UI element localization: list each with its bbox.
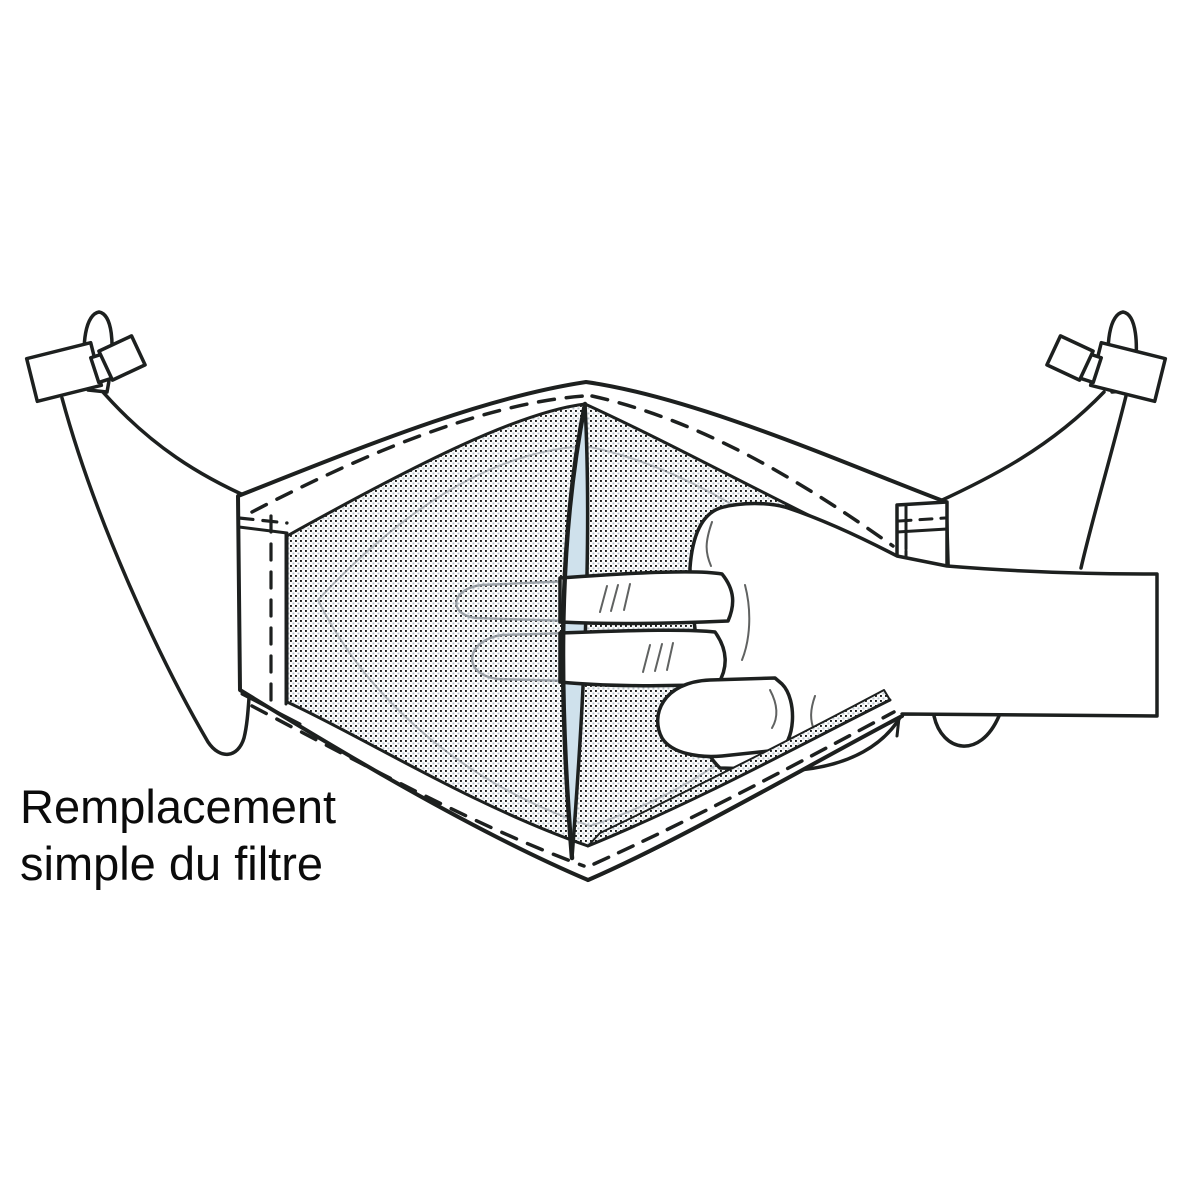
caption-line-1: Remplacement [20, 780, 337, 833]
stitch-bottom-right [592, 710, 896, 866]
caption-line-2: simple du filtre [20, 837, 323, 890]
mask-bottom-right-border [586, 689, 904, 882]
stitch-top-left [250, 394, 586, 514]
stitch-bottom-left [250, 704, 586, 868]
right-strap-loop [932, 714, 1001, 748]
left-ear-strap [60, 382, 252, 756]
hand-creases [599, 521, 816, 731]
stitch-top-right [590, 394, 895, 548]
index-finger [558, 570, 735, 626]
slit-lip-line [560, 401, 588, 861]
hand-inserting-filter [558, 501, 1159, 772]
line-art [24, 310, 1168, 882]
folded-finger [656, 676, 795, 759]
right-cord-lock-toggle [1045, 310, 1168, 404]
caption: Remplacement simple du filtre [20, 778, 336, 892]
middle-finger [558, 628, 727, 688]
left-fabric-channel [237, 514, 302, 726]
right-ear-strap [932, 390, 1128, 748]
left-cord-lock-toggle [24, 310, 147, 404]
ghost-fingertips [455, 579, 572, 683]
